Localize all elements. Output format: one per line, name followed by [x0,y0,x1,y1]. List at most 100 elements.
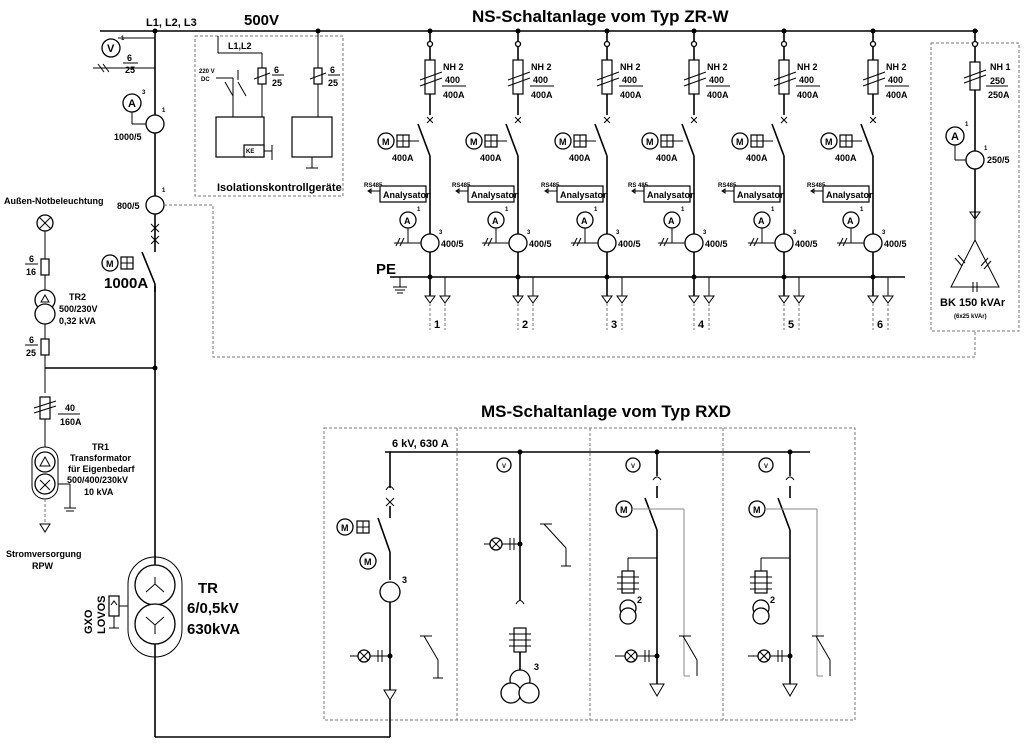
motor-drive-icon: M [101,254,134,272]
svg-text:3: 3 [402,575,407,585]
svg-text:6/0,5kV: 6/0,5kV [187,600,239,617]
fuse-icon [683,59,707,95]
fuse-icon [507,59,531,95]
analyzer-box [822,185,870,203]
svg-text:3: 3 [703,230,707,236]
transformer-tr2-icon [34,289,56,325]
ammeter-icon: A [122,93,142,113]
mv-cell-outgoing-2: V M 2 [615,449,698,697]
svg-text:Analysator: Analysator [826,190,873,200]
feeder-number: 4 [698,319,705,331]
current-transformer [420,233,440,253]
svg-text:V: V [107,43,115,55]
svg-text:L1,L2: L1,L2 [228,41,252,51]
ammeter-icon: A [399,211,417,229]
svg-text:25: 25 [125,65,135,75]
svg-text:A: A [951,131,959,143]
svg-text:400A: 400A [797,90,819,100]
svg-text:NH 2: NH 2 [620,62,641,72]
svg-text:400A: 400A [569,153,591,163]
current-transformer-800 [145,195,165,215]
busbar-junction [152,28,158,34]
svg-text:6 kV, 630 A: 6 kV, 630 A [392,438,449,450]
svg-text:M: M [106,259,114,269]
feeder-number: 2 [522,319,528,331]
svg-text:400A: 400A [707,90,729,100]
svg-text:TR: TR [198,580,218,597]
svg-text:6: 6 [29,335,34,345]
svg-text:NH 2: NH 2 [886,62,907,72]
svg-text:2: 2 [637,595,642,605]
svg-text:TR1: TR1 [92,442,109,452]
svg-text:400/5: 400/5 [795,239,818,249]
svg-text:400/5: 400/5 [441,239,464,249]
svg-text:DC: DC [201,77,210,83]
svg-text:3: 3 [534,662,539,672]
protection-relay-icon [108,595,128,629]
svg-text:1: 1 [121,36,125,42]
phases-label: L1, L2, L3 [146,17,197,29]
svg-text:0,32 kVA: 0,32 kVA [59,316,96,326]
svg-text:220 V: 220 V [199,69,215,75]
svg-text:6: 6 [29,254,34,264]
ct-ratio-800: 800/5 [117,201,140,211]
svg-text:V: V [502,464,506,470]
svg-text:400: 400 [622,75,637,85]
svg-text:M: M [364,557,372,567]
svg-text:10 kVA: 10 kVA [84,487,114,497]
svg-text:400: 400 [888,75,903,85]
svg-text:V: V [764,464,768,470]
svg-text:(6x25 kVAr): (6x25 kVAr) [954,314,987,320]
svg-text:3: 3 [142,90,146,96]
svg-text:400A: 400A [480,153,502,163]
svg-text:400A: 400A [835,153,857,163]
svg-text:40: 40 [65,403,75,413]
svg-text:A: A [668,216,675,226]
svg-text:RPW: RPW [32,561,54,571]
svg-text:2: 2 [770,595,775,605]
svg-text:A: A [581,216,588,226]
analyzer-box [467,185,515,203]
svg-text:Transformator: Transformator [70,453,132,463]
svg-text:630kVA: 630kVA [187,621,240,638]
svg-text:Analysator: Analysator [737,190,784,200]
svg-text:A: A [404,216,411,226]
svg-text:1: 1 [860,207,864,213]
svg-text:M: M [646,137,654,147]
svg-text:400A: 400A [392,153,414,163]
svg-text:400A: 400A [746,153,768,163]
ammeter-icon: A [753,211,771,229]
svg-text:25: 25 [272,78,282,88]
measurement-link [164,204,976,358]
analyzer-box [643,185,691,203]
capacitor-box [930,42,1020,332]
svg-text:Analysator: Analysator [647,190,694,200]
svg-text:400/5: 400/5 [529,239,552,249]
svg-text:250/5: 250/5 [987,155,1010,165]
svg-text:400: 400 [709,75,724,85]
svg-text:NH 1: NH 1 [990,62,1011,72]
isolation-monitor-2 [291,116,333,158]
feeder-number: 3 [611,319,617,331]
fuse-cap [963,61,987,91]
capacitor-bank-icon [950,238,1000,292]
svg-text:3: 3 [882,230,886,236]
svg-text:A: A [492,216,499,226]
svg-text:6: 6 [330,65,335,75]
lv-switchgear-title: NS-Schaltanlage vom Typ ZR-W [472,7,730,26]
svg-text:KE: KE [246,149,254,155]
svg-text:TR2: TR2 [69,292,86,302]
ct-cap [965,150,985,170]
breaker-switch [505,123,519,157]
svg-text:M: M [470,137,478,147]
svg-text:M: M [559,137,567,147]
ammeter-icon: A [576,211,594,229]
svg-text:BK 150 kVAr: BK 150 kVAr [940,297,1006,309]
svg-text:V: V [631,464,635,470]
svg-text:A: A [847,216,854,226]
svg-text:400: 400 [533,75,548,85]
svg-text:M: M [620,505,628,515]
svg-text:für Eigenbedarf: für Eigenbedarf [68,464,136,474]
